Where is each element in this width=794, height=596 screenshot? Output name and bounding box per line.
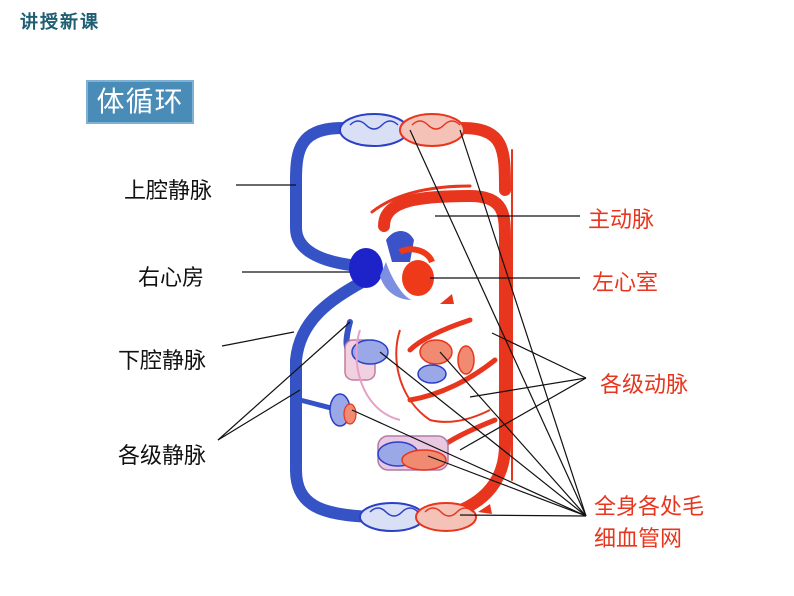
capillary-bed-lower — [359, 502, 477, 532]
label-capillaries-line1: 全身各处毛 — [594, 495, 705, 520]
leader-lines — [217, 129, 587, 517]
inferior-vena-cava-vessel — [290, 276, 378, 523]
leader-capillaries-7 — [459, 514, 587, 517]
heart — [349, 231, 435, 300]
leader-veins-2 — [217, 389, 301, 441]
label-aorta: 主动脉 — [588, 208, 655, 233]
flow-arrow-arch — [370, 184, 472, 214]
arteries-group — [370, 122, 513, 523]
topic-badge: 体循环 — [86, 80, 194, 124]
artery-branch-upper — [407, 317, 473, 353]
label-right-atrium: 右心房 — [138, 266, 205, 291]
label-left-ventricle: 左心室 — [592, 271, 659, 296]
label-arteries: 各级动脉 — [600, 373, 689, 398]
flow-arrowheads — [440, 126, 492, 514]
leader-capillaries-3 — [379, 351, 587, 517]
label-veins: 各级静脉 — [118, 444, 207, 469]
leader-capillaries-6 — [427, 455, 587, 517]
leader-capillaries-5 — [351, 409, 587, 517]
label-capillaries-line2: 细血管网 — [594, 527, 683, 552]
leader-capillaries-2 — [459, 129, 587, 517]
artery-branch-kidney — [407, 357, 498, 403]
aorta-arch-vessel — [378, 189, 511, 523]
left-ventricle-shape — [402, 260, 434, 296]
arrowhead-mid — [440, 294, 454, 304]
label-inferior-vena-cava: 下腔静脉 — [118, 349, 207, 374]
label-superior-vena-cava: 上腔静脉 — [124, 179, 213, 204]
right-atrium-shape — [349, 248, 383, 288]
leader-capillaries-1 — [409, 129, 587, 517]
ascending-artery-vessel — [456, 122, 511, 196]
leader-arteries-3 — [459, 377, 587, 451]
capillary-bed-upper — [339, 113, 465, 147]
leader-capillaries-4 — [439, 351, 587, 517]
section-header: 讲授新课 — [20, 12, 100, 33]
leader-arteries-1 — [491, 332, 587, 379]
arrowhead-top — [478, 126, 490, 138]
arrowhead-bottom — [478, 504, 492, 514]
organ-capillary-beds — [329, 329, 491, 471]
leader-inferior-vena-cava — [221, 331, 295, 347]
leader-veins-1 — [217, 321, 351, 441]
pulmonary-artery-shape — [386, 231, 414, 262]
superior-vena-cava-vessel — [290, 122, 364, 272]
veins-group — [290, 122, 378, 523]
